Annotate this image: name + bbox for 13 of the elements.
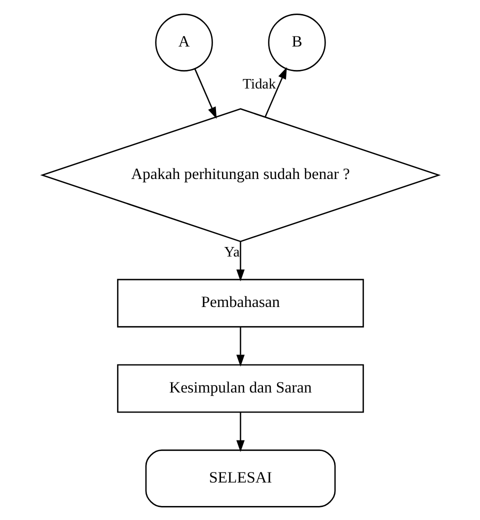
edge-label: Tidak bbox=[242, 76, 276, 92]
node-circle: B bbox=[268, 13, 326, 71]
arrow bbox=[194, 68, 216, 118]
node-box: Pembahasan bbox=[116, 278, 364, 327]
node-box: SELESAI bbox=[144, 449, 336, 507]
node-diamond: Apakah perhitungan sudah benar ? bbox=[40, 108, 440, 242]
node-box: Kesimpulan dan Saran bbox=[116, 364, 364, 412]
arrow bbox=[236, 326, 244, 366]
arrow bbox=[264, 66, 286, 117]
node-circle: A bbox=[154, 13, 212, 71]
arrow bbox=[236, 412, 244, 452]
arrow bbox=[236, 241, 244, 281]
edge-label: Ya bbox=[224, 244, 240, 260]
